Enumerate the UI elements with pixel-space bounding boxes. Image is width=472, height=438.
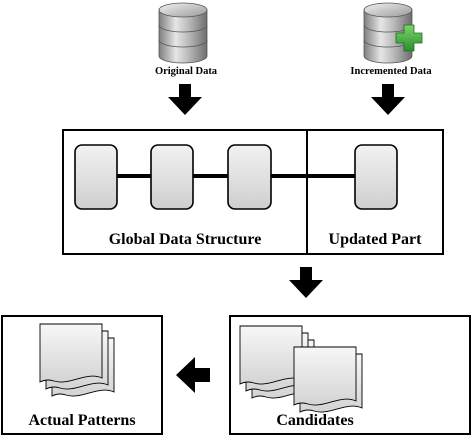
arrow-down-icon	[371, 84, 405, 115]
arrow-down-icon	[289, 267, 323, 298]
structure-node	[227, 144, 272, 210]
actual-patterns-box: Actual Patterns	[1, 315, 163, 435]
global-structure-label: Global Data Structure	[109, 231, 262, 248]
actual-patterns-label: Actual Patterns	[28, 412, 135, 429]
updated-part-label: Updated Part	[329, 231, 423, 248]
incremented-data-source: Incremented Data	[350, 2, 432, 77]
incremented-data-label: Incremented Data	[350, 66, 432, 77]
original-data-source: Original Data	[155, 2, 218, 77]
arrow-left-icon	[176, 357, 210, 393]
structure-node	[74, 144, 118, 210]
arrow-down-icon	[168, 84, 202, 115]
candidates-label: Candidates	[276, 412, 353, 429]
updated-node	[354, 144, 398, 210]
database-add-icon	[363, 2, 423, 64]
candidates-box: Candidates	[229, 315, 471, 435]
structure-node	[150, 144, 194, 210]
database-icon	[158, 2, 208, 64]
documents-stack-icon	[39, 323, 115, 397]
original-data-label: Original Data	[155, 66, 218, 77]
data-structure-box: Global Data Structure Updated Part	[62, 129, 444, 255]
